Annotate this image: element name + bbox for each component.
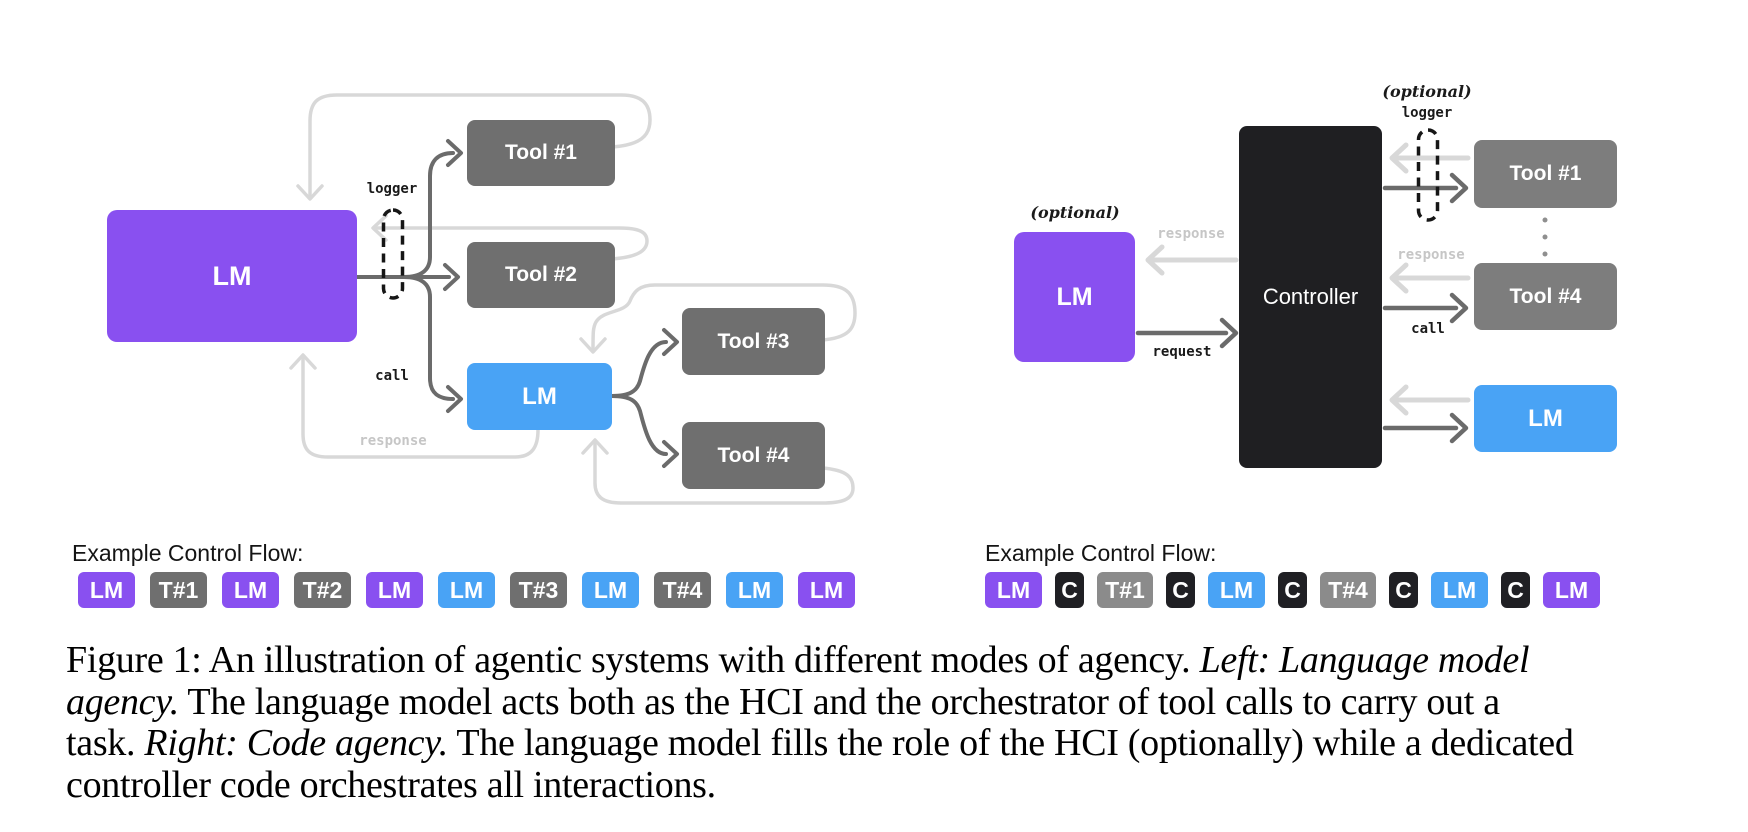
right-logger-pill — [1416, 128, 1440, 222]
right-control-flow-title: Example Control Flow: — [985, 540, 1217, 566]
right-controller-box: Controller — [1239, 126, 1382, 468]
right-call-arrows — [1135, 172, 1469, 444]
caption-line: task. Right: Code agency. The language m… — [66, 722, 1574, 764]
flow-chip: T#4 — [654, 572, 711, 608]
left-logger-label: logger — [366, 181, 418, 197]
left-lm-main-box: LM — [107, 210, 357, 342]
left-call-label: call — [375, 368, 409, 384]
flow-chip: LM — [985, 572, 1042, 608]
left-feedback-loops — [289, 93, 857, 505]
flow-chip: T#2 — [294, 572, 351, 608]
flow-chip: LM — [1431, 572, 1488, 608]
right-response-tool-label: response — [1397, 247, 1465, 263]
flow-chip: LM — [582, 572, 639, 608]
right-response-arrows — [1145, 142, 1471, 416]
flow-chip: LM — [438, 572, 495, 608]
left-tool1-box: Tool #1 — [467, 120, 615, 186]
flow-chip: C — [1389, 572, 1418, 608]
left-logger-pill — [381, 208, 405, 300]
right-lm-hci-box: LM — [1014, 232, 1135, 362]
left-tool3-box: Tool #3 — [682, 308, 825, 375]
left-response-label: response — [359, 433, 427, 449]
caption-line: agency. The language model acts both as … — [66, 680, 1500, 723]
flow-chip: T#3 — [510, 572, 567, 608]
flow-chip: LM — [222, 572, 279, 608]
left-control-flow-chips: LM T#1 LM T#2 LM LM T#3 LM T#4 LM LM — [78, 572, 855, 608]
right-control-flow-chips: LM C T#1 C LM C T#4 C LM C LM — [985, 572, 1600, 608]
flow-chip: LM — [726, 572, 783, 608]
flow-chip: C — [1166, 572, 1195, 608]
left-tool4-box: Tool #4 — [682, 422, 825, 489]
right-logger-label: logger — [1401, 105, 1453, 121]
caption-line: Figure 1: An illustration of agentic sys… — [66, 639, 1530, 681]
flow-chip: LM — [1208, 572, 1265, 608]
left-call-arrows — [355, 139, 679, 468]
right-lm-tool-box: LM — [1474, 385, 1617, 452]
right-call-label: call — [1411, 321, 1445, 337]
flow-chip: T#4 — [1320, 572, 1376, 608]
flow-chip: C — [1501, 572, 1530, 608]
left-control-flow-title: Example Control Flow: — [72, 540, 304, 566]
flow-chip: LM — [78, 572, 135, 608]
flow-chip: T#1 — [150, 572, 207, 608]
right-request-label: request — [1152, 344, 1212, 360]
left-tool2-box: Tool #2 — [467, 242, 615, 308]
left-lm-sub-box: LM — [467, 363, 612, 430]
flow-chip: LM — [798, 572, 855, 608]
flow-chip: LM — [1543, 572, 1600, 608]
flow-chip: LM — [366, 572, 423, 608]
tools-ellipsis-dots — [1542, 217, 1548, 257]
right-tool4-box: Tool #4 — [1474, 263, 1617, 330]
flow-chip: C — [1278, 572, 1307, 608]
flow-chip: T#1 — [1097, 572, 1153, 608]
flow-chip: C — [1055, 572, 1084, 608]
right-response-lm-label: response — [1157, 226, 1225, 242]
caption-line: controller code orchestrates all interac… — [66, 763, 716, 806]
right-optional-logger-label: (optional) — [1382, 82, 1472, 101]
figure-caption: Figure 1: An illustration of agentic sys… — [66, 639, 1574, 806]
right-optional-lm-label: (optional) — [1030, 203, 1120, 222]
right-tool1-box: Tool #1 — [1474, 140, 1617, 208]
